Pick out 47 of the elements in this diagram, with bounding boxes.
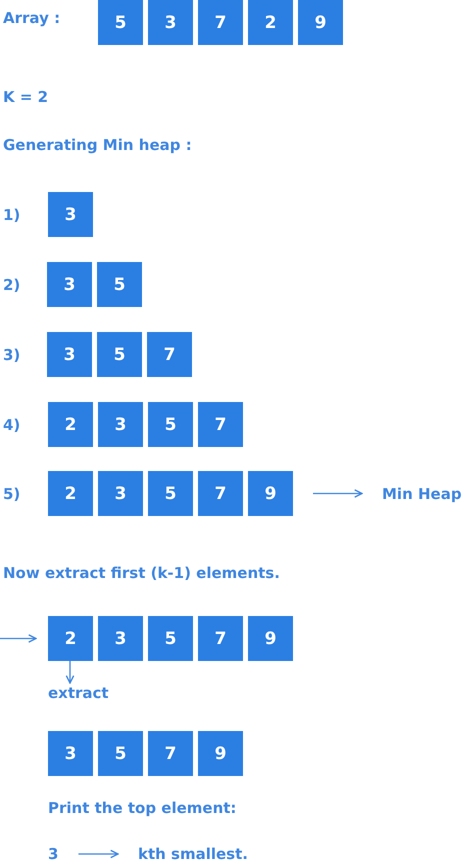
- array-cell: 5: [148, 616, 193, 661]
- result-label: Min Heap: [382, 484, 462, 504]
- array-cell: 2: [48, 402, 93, 447]
- step-number: 5): [3, 484, 20, 504]
- array-cell: 2: [48, 471, 93, 516]
- value-label: 3: [48, 844, 58, 864]
- value-text: K = 2: [3, 87, 48, 107]
- array-cell: 7: [198, 0, 243, 45]
- array-cell: 3: [47, 332, 92, 377]
- array-cell: 2: [48, 616, 93, 661]
- array-cell: 9: [198, 731, 243, 776]
- array-cell: 3: [48, 192, 93, 237]
- section-heading: Now extract first (k-1) elements.: [3, 563, 280, 583]
- array-cell: 5: [148, 402, 193, 447]
- array-cell: 3: [98, 616, 143, 661]
- step-number: 4): [3, 415, 20, 435]
- array-cell: 3: [47, 262, 92, 307]
- section-heading: Generating Min heap :: [3, 135, 192, 155]
- array-cell: 5: [97, 262, 142, 307]
- array-cell: 2: [248, 0, 293, 45]
- section-heading: Print the top element:: [48, 798, 236, 818]
- array-cell: 5: [97, 332, 142, 377]
- array-cell: 9: [248, 616, 293, 661]
- array-cell: 7: [198, 402, 243, 447]
- arrow: [313, 489, 363, 498]
- array-cell: 3: [98, 471, 143, 516]
- array-cell: 3: [98, 402, 143, 447]
- array-cell: 9: [298, 0, 343, 45]
- array-cell: 7: [198, 616, 243, 661]
- action-label: extract: [48, 683, 109, 703]
- array-cell: 3: [48, 731, 93, 776]
- result-label: kth smallest.: [138, 844, 248, 864]
- array-cell: 3: [148, 0, 193, 45]
- array-cell: 7: [148, 731, 193, 776]
- step-number: 3): [3, 345, 20, 365]
- arrow: [78, 850, 119, 858]
- array-cell: 7: [147, 332, 192, 377]
- step-number: 2): [3, 275, 20, 295]
- array-cell: 9: [248, 471, 293, 516]
- array-cell: 5: [148, 471, 193, 516]
- array-cell: 5: [98, 731, 143, 776]
- array-heading: Array :: [3, 8, 60, 28]
- arrow: [0, 634, 37, 643]
- array-cell: 7: [198, 471, 243, 516]
- arrow: [66, 661, 74, 684]
- step-number: 1): [3, 205, 20, 225]
- array-cell: 5: [98, 0, 143, 45]
